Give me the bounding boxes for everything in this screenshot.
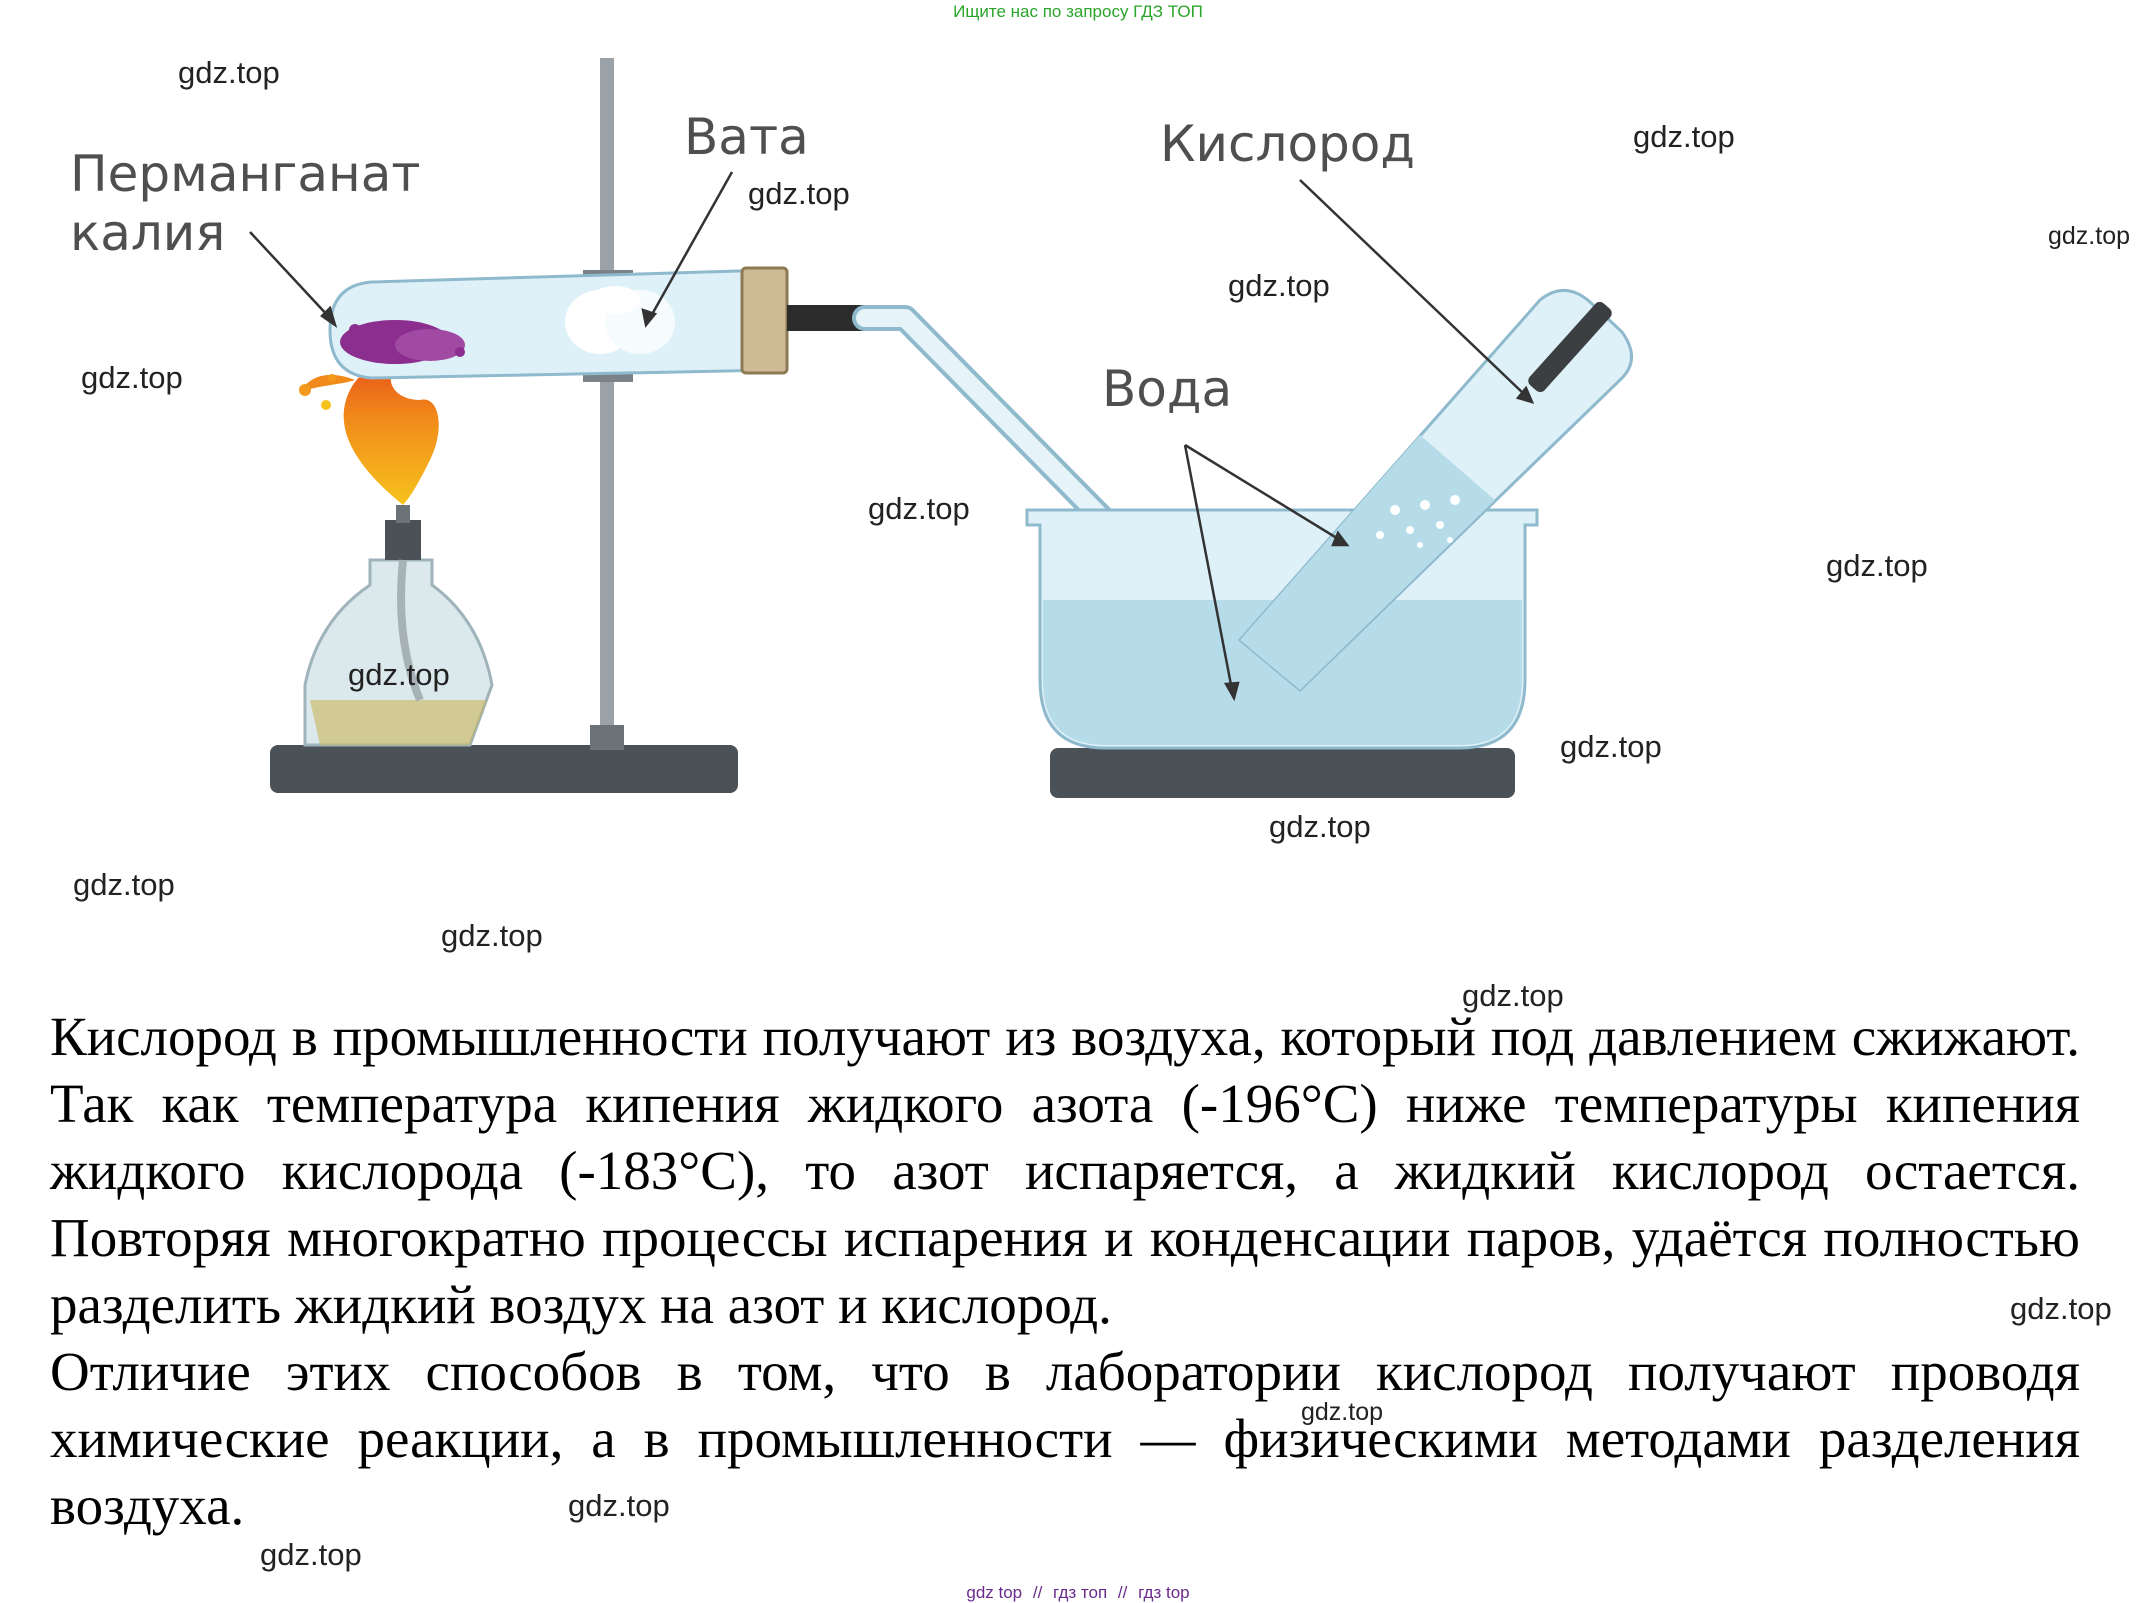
- paragraph-difference: Отличие этих способов в том, что в лабор…: [50, 1341, 2080, 1536]
- watermark: gdz.top: [1228, 268, 1330, 303]
- cotton-wool: [565, 286, 675, 354]
- collecting-tube: [1237, 289, 1633, 693]
- watermark: gdz.top: [1462, 978, 1564, 1013]
- test-tube: [328, 266, 789, 380]
- top-banner[interactable]: Ищите нас по запросу ГДЗ ТОП: [953, 2, 1203, 21]
- watermark: gdz.top: [568, 1488, 670, 1523]
- footer-link[interactable]: gdz top: [966, 1583, 1023, 1602]
- footer-link[interactable]: гдз топ: [1053, 1583, 1108, 1602]
- pointer-arrows: [249, 171, 1535, 702]
- flame-icon: [299, 360, 439, 505]
- label-cotton: Вата: [684, 108, 809, 166]
- label-oxygen: Кислород: [1160, 115, 1415, 173]
- watermark: gdz.top: [1826, 548, 1928, 583]
- watermark: gdz.top: [1269, 809, 1371, 844]
- watermark: gdz.top: [178, 55, 280, 90]
- watermark: gdz.top: [348, 657, 450, 692]
- oxygen-bubbles: [1376, 495, 1460, 548]
- footer-link[interactable]: гдз top: [1138, 1583, 1190, 1602]
- watermark: gdz.top: [73, 867, 175, 902]
- footer-separator: //: [1032, 1583, 1043, 1602]
- watermark: gdz.top: [748, 176, 850, 211]
- watermark: gdz.top: [441, 918, 543, 953]
- watermark: gdz.top: [868, 491, 970, 526]
- footer-links: gdz top // гдз топ // гдз top: [0, 1583, 2156, 1603]
- potassium-permanganate: [340, 320, 465, 364]
- spirit-lamp: [303, 505, 494, 747]
- watermark: gdz.top: [1301, 1398, 1384, 1426]
- watermark: gdz.top: [1560, 729, 1662, 764]
- watermark: gdz.top: [81, 360, 183, 395]
- watermark: gdz.top: [2048, 222, 2131, 250]
- watermark: gdz.top: [1633, 119, 1735, 154]
- watermark: gdz.top: [260, 1537, 362, 1572]
- lab-apparatus-diagram: [249, 58, 1633, 798]
- paragraph-industrial: Кислород в промышленности получают из во…: [50, 1006, 2080, 1335]
- label-permanganate-line1: Перманганат: [70, 145, 421, 203]
- label-water: Вода: [1102, 360, 1233, 418]
- label-permanganate: Перманганат калия: [70, 145, 421, 263]
- label-permanganate-line2: калия: [70, 204, 226, 262]
- footer-separator: //: [1117, 1583, 1128, 1602]
- watermark: gdz.top: [2010, 1291, 2112, 1326]
